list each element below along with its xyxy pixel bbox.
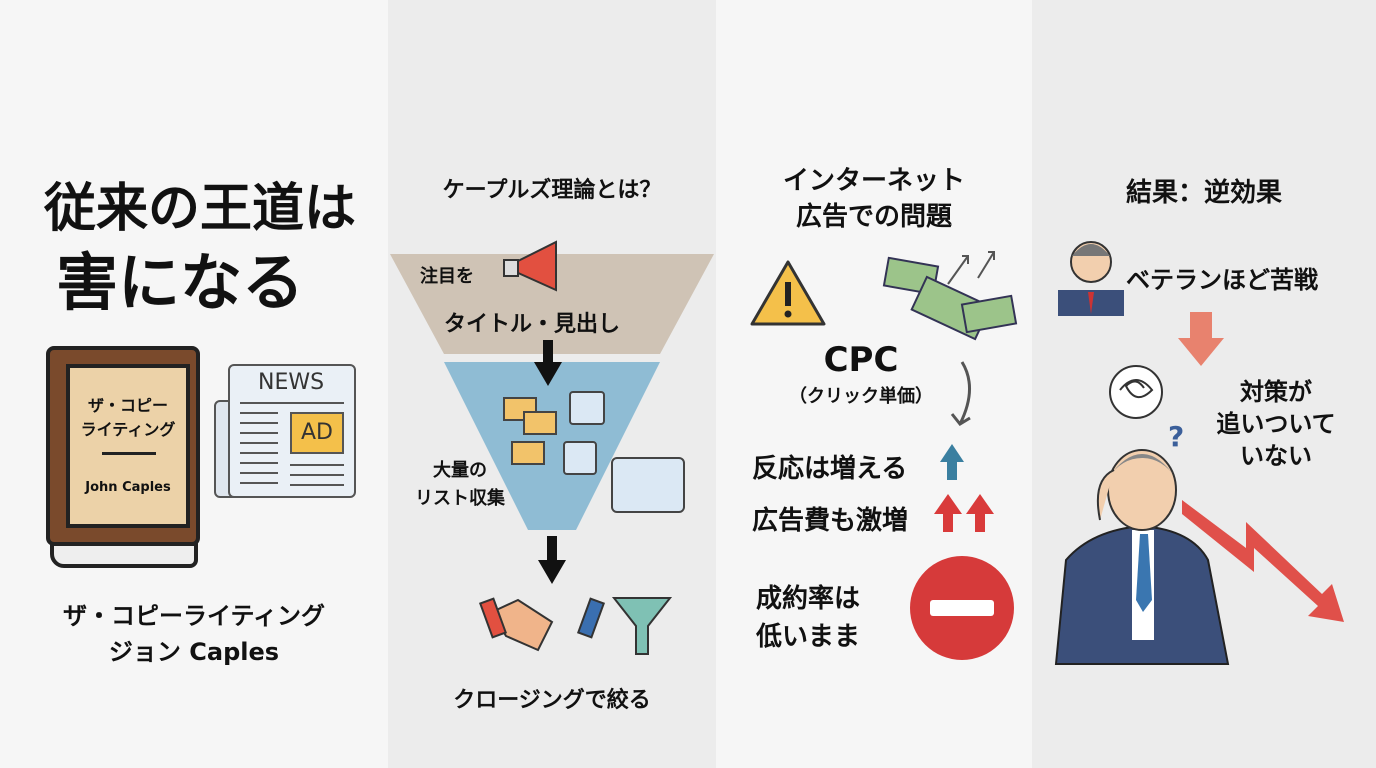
book-icon: ザ・コピー ライティング John Caples	[46, 346, 200, 570]
step3-label: クロージングで絞る	[453, 688, 651, 713]
panel-caples-theory: ケープルズ理論とは？ 注目を タイトル・見出し 大量の リスト収集 クロージング…	[388, 0, 716, 768]
response-label: 反応は増える	[752, 454, 908, 484]
veteran-label: ベテランほど苦戦	[1126, 266, 1318, 294]
stop-icon	[910, 556, 1014, 660]
red-up-arrows-icon	[934, 494, 994, 532]
question-mark-icon: ?	[1168, 420, 1184, 453]
ad-label: AD	[290, 412, 344, 454]
blue-up-arrow-icon	[940, 444, 964, 480]
step2-line1: 大量の	[433, 460, 487, 481]
book-title-line2: ライティング	[80, 420, 176, 439]
ad-cost-label: 広告費も激増	[752, 506, 909, 536]
handshake-icon	[478, 597, 606, 652]
book-title-line1: ザ・コピー	[87, 396, 168, 415]
panel1-title-line1: 従来の王道は	[44, 179, 357, 239]
troubled-businessman-icon	[1054, 449, 1230, 665]
downtrend-arrow-icon	[1182, 500, 1344, 622]
news-label: NEWS	[258, 370, 325, 395]
stress-scribble-icon	[1109, 365, 1163, 419]
curved-arrow-icon	[950, 361, 972, 426]
panel3-title-line2: 広告での問題	[795, 202, 952, 232]
megaphone-icon	[503, 240, 557, 292]
panel-result: 結果：逆効果 ? ベテランほど苦戦 対策が 追いついて いない	[1032, 0, 1376, 768]
panel1-caption-line2: ジョン Caples	[108, 638, 280, 666]
panel3-illustrations	[750, 251, 1018, 660]
panel-internet-ads: インターネット 広告での問題 CPC （クリック単価） 反応は増える 広告費も激…	[716, 0, 1032, 768]
conversion-line1: 成約率は	[756, 584, 861, 614]
up-arrows-icon	[947, 251, 995, 285]
panel3-title-line1: インターネット	[782, 166, 965, 196]
filter-funnel-icon	[611, 597, 673, 655]
step1-sub: タイトル・見出し	[444, 312, 621, 337]
funnel-top-section	[390, 254, 714, 354]
measures-line3: いない	[1240, 442, 1312, 470]
funnel-bottom-section	[444, 362, 660, 530]
panel2-title: ケープルズ理論とは？	[442, 178, 662, 203]
panel1-title-line2: 害になる	[56, 246, 305, 319]
cpc-label: CPC	[823, 340, 899, 380]
cpc-sub: （クリック単価）	[789, 386, 933, 407]
measures-line2: 追いついて	[1216, 410, 1336, 438]
panel4-illustrations: ?	[1054, 241, 1344, 665]
envelope-icons	[503, 397, 557, 465]
measures-line1: 対策が	[1240, 378, 1312, 406]
money-icon	[882, 256, 1018, 341]
panel1-caption-line1: ザ・コピーライティング	[62, 602, 326, 630]
warning-icon	[750, 260, 826, 326]
panel4-title: 結果：逆効果	[1125, 178, 1282, 208]
panel-traditional: 従来の王道は 害になる ザ・コピー ライティング John Caples NEW…	[0, 0, 388, 768]
conversion-line2: 低いまま	[756, 622, 861, 652]
book-author: John Caples	[85, 480, 171, 495]
veteran-avatar-icon	[1058, 241, 1124, 316]
step1-label: 注目を	[420, 266, 474, 287]
down-arrow-icon	[538, 536, 566, 584]
profile-card-icons	[563, 391, 685, 513]
step2-line2: リスト収集	[415, 488, 505, 509]
newspaper-icon: NEWS AD	[214, 364, 358, 500]
down-arrow-icon	[1178, 312, 1224, 366]
down-arrow-icon	[534, 340, 562, 386]
funnel-diagram	[390, 240, 714, 655]
